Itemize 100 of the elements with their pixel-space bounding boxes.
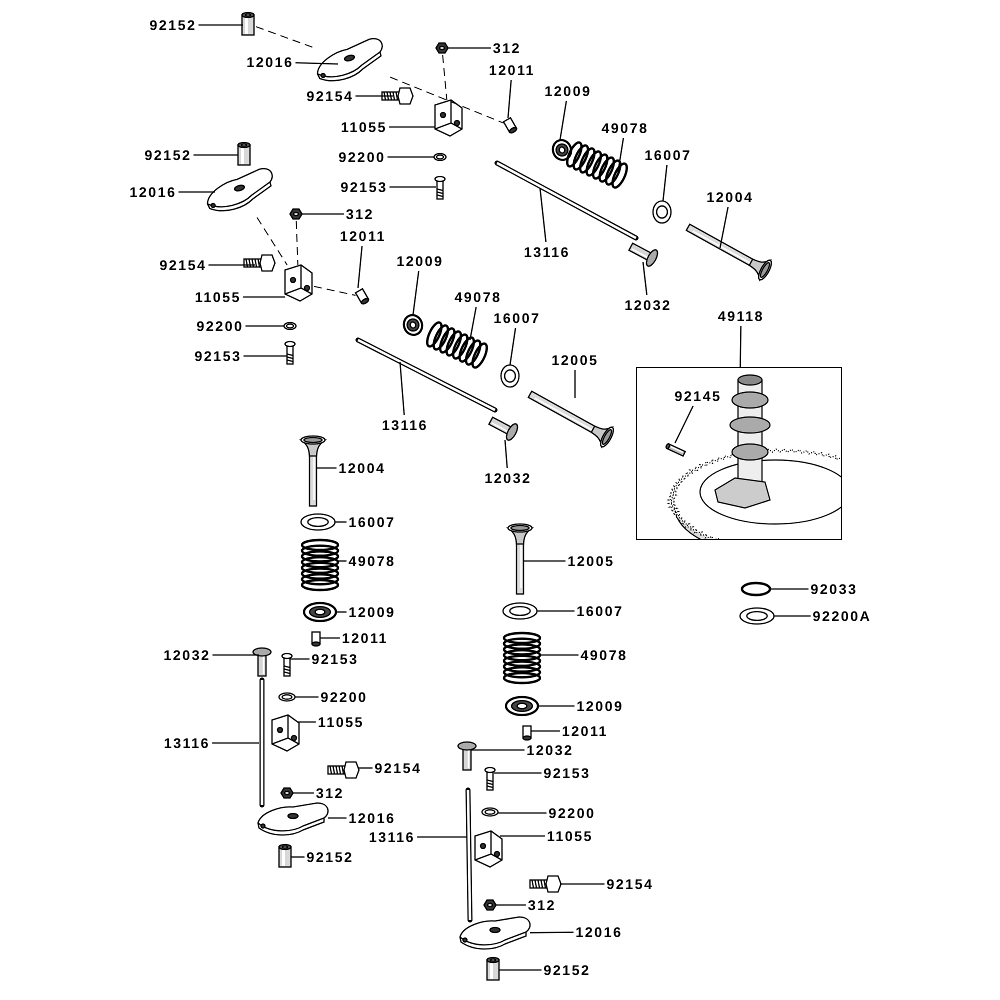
- leader-line: [507, 80, 512, 118]
- bolt-drawing: [381, 87, 414, 105]
- callout-number: 92145: [674, 388, 722, 404]
- leader-line: [298, 721, 316, 723]
- assembly-line: [296, 220, 298, 266]
- nut-drawing: [289, 208, 303, 220]
- leader-line: [540, 654, 579, 656]
- callout-number: 92200: [320, 689, 368, 705]
- leader-line: [471, 749, 525, 751]
- callout-number: 12032: [484, 470, 532, 486]
- sleeve-drawing: [278, 844, 292, 868]
- rocker-arm-drawing: [206, 168, 273, 212]
- callout-number: 92200: [338, 149, 386, 165]
- leader-line: [469, 306, 477, 340]
- callout-number: 12004: [338, 460, 386, 476]
- valve-spring-drawing: [426, 321, 488, 369]
- leader-line: [193, 154, 238, 156]
- leader-line: [291, 856, 305, 858]
- leader-line: [719, 206, 729, 248]
- nut-drawing: [483, 899, 497, 911]
- callout-number: 12011: [340, 228, 386, 244]
- valve-drawing: [685, 223, 772, 280]
- valve-washer-drawing: [500, 364, 520, 388]
- leader-line: [498, 812, 547, 814]
- callout-number: 12032: [624, 297, 672, 313]
- leader-line: [212, 742, 259, 744]
- leader-line: [293, 792, 314, 794]
- valve-washer-drawing: [652, 200, 672, 224]
- callout-number: 312: [346, 206, 374, 222]
- rocker-bracket-drawing: [474, 830, 503, 868]
- leader-line: [243, 296, 285, 298]
- leader-line: [357, 246, 363, 288]
- rocker-arm-drawing: [316, 38, 383, 82]
- spring-retainer-drawing: [504, 696, 540, 716]
- callout-number: 49078: [580, 647, 628, 663]
- callout-number: 12009: [544, 83, 592, 99]
- leader-line: [496, 904, 526, 906]
- leader-line: [178, 191, 215, 193]
- rocker-bracket-drawing: [271, 714, 300, 752]
- callout-number: 13116: [368, 829, 416, 845]
- rocker-bracket-drawing: [284, 264, 313, 302]
- parts-group-frame: [636, 367, 842, 540]
- washer-drawing: [278, 692, 296, 702]
- assembly-line: [390, 76, 504, 124]
- leader-line: [336, 611, 347, 613]
- callout-number: 49078: [348, 553, 396, 569]
- bolt-drawing: [327, 761, 360, 779]
- leader-line: [574, 370, 576, 398]
- leader-line: [447, 47, 491, 49]
- callout-number: 312: [316, 785, 344, 801]
- callout-number: 92154: [160, 257, 206, 273]
- callout-number: 11055: [546, 828, 594, 844]
- callout-number: 12011: [342, 630, 388, 646]
- valve-drawing: [527, 390, 614, 448]
- leader-line: [212, 654, 259, 656]
- callout-number: 12016: [130, 184, 176, 200]
- bolt-drawing: [529, 875, 562, 893]
- tappet-drawing: [488, 416, 518, 441]
- stud-bolt-drawing: [484, 766, 496, 791]
- callout-number: 92152: [544, 962, 590, 978]
- callout-number: 12009: [396, 253, 444, 269]
- leader-line: [537, 610, 575, 612]
- washer-drawing: [739, 607, 775, 625]
- leader-line: [539, 188, 547, 242]
- snap-ring-drawing: [740, 582, 772, 596]
- tappet-drawing: [252, 647, 272, 677]
- rocker-bracket-drawing: [434, 99, 463, 137]
- leader-line: [198, 24, 243, 26]
- leader-line: [494, 772, 542, 774]
- callout-number: 92152: [150, 17, 196, 33]
- callout-number: 92200: [196, 318, 244, 334]
- assembly-line: [256, 216, 288, 266]
- leader-line: [674, 406, 694, 444]
- callout-number: 12011: [488, 62, 536, 78]
- callout-number: 12016: [348, 810, 396, 826]
- stud-bolt-drawing: [281, 652, 293, 677]
- callout-number: 16007: [576, 603, 624, 619]
- leader-line: [740, 326, 742, 367]
- leader-line: [389, 126, 435, 128]
- pin-drawing: [664, 442, 686, 456]
- callout-number: 13116: [382, 417, 428, 433]
- sleeve-drawing: [237, 142, 251, 166]
- leader-line: [328, 817, 347, 819]
- callout-number: 12005: [552, 352, 598, 368]
- leader-line: [538, 705, 575, 707]
- sleeve-drawing: [241, 12, 255, 36]
- leader-line: [530, 932, 574, 934]
- callout-number: 92152: [144, 147, 192, 163]
- callout-number: 312: [492, 40, 522, 56]
- callout-number: 92154: [374, 760, 422, 776]
- spring-retainer-drawing: [552, 139, 572, 161]
- leader-line: [335, 521, 347, 523]
- callout-number: 92154: [606, 876, 654, 892]
- valve-drawing: [507, 523, 533, 595]
- washer-drawing: [481, 807, 499, 817]
- callout-number: 49118: [718, 308, 764, 324]
- leader-line: [338, 560, 347, 562]
- leader-line: [301, 213, 344, 215]
- leader-line: [389, 186, 436, 188]
- leader-line: [316, 467, 337, 469]
